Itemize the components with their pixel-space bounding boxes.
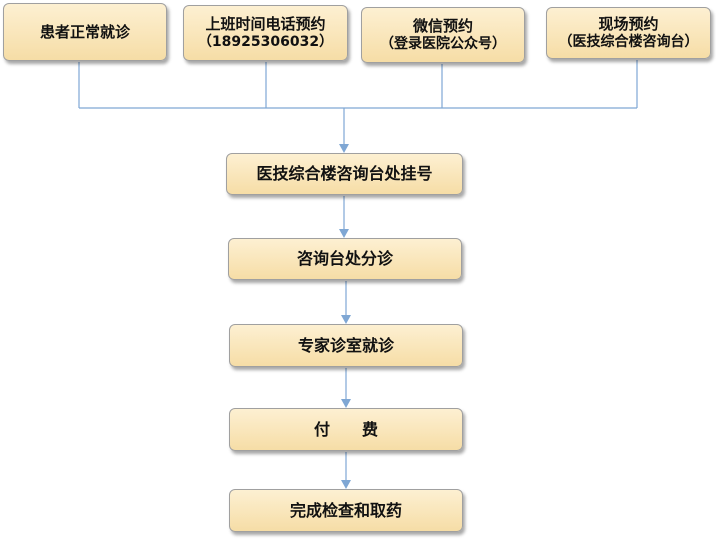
registration-step-node: 医技综合楼咨询台处挂号 — [226, 153, 463, 195]
arrow-triage-to-expert — [341, 315, 351, 324]
phone-appointment-node: 上班时间电话预约 （18925306032） — [183, 5, 348, 61]
walk-in-visit-node: 患者正常就诊 — [3, 3, 167, 61]
arrow-payment-to-exam — [341, 480, 351, 489]
walk-in-visit-label: 患者正常就诊 — [39, 22, 130, 41]
exam-and-pharmacy-step-label: 完成检查和取药 — [289, 500, 402, 520]
wechat-appointment-detail: （登录医院公众号） — [380, 35, 506, 52]
payment-step-node: 付 费 — [229, 408, 463, 451]
phone-appointment-label: 上班时间电话预约 — [205, 14, 326, 33]
registration-step-label: 医技综合楼咨询台处挂号 — [256, 164, 433, 183]
arrow-register-to-triage — [339, 229, 349, 238]
onsite-appointment-node: 现场预约 （医技综合楼咨询台） — [546, 7, 711, 59]
onsite-appointment-label: 现场预约 — [598, 14, 659, 33]
triage-step-node: 咨询台处分诊 — [228, 238, 462, 280]
expert-consultation-step-node: 专家诊室就诊 — [229, 324, 463, 367]
arrow-expert-to-payment — [341, 399, 351, 408]
payment-step-label: 付 费 — [313, 419, 378, 439]
triage-step-label: 咨询台处分诊 — [296, 249, 393, 268]
expert-consultation-step-label: 专家诊室就诊 — [297, 335, 394, 355]
exam-and-pharmacy-step-node: 完成检查和取药 — [229, 489, 463, 532]
onsite-appointment-detail: （医技综合楼咨询台） — [558, 33, 699, 50]
arrow-merge-to-register — [339, 144, 349, 153]
wechat-appointment-label: 微信预约 — [412, 16, 473, 35]
phone-number-text: （18925306032） — [197, 33, 334, 50]
wechat-appointment-node: 微信预约 （登录医院公众号） — [361, 7, 525, 63]
